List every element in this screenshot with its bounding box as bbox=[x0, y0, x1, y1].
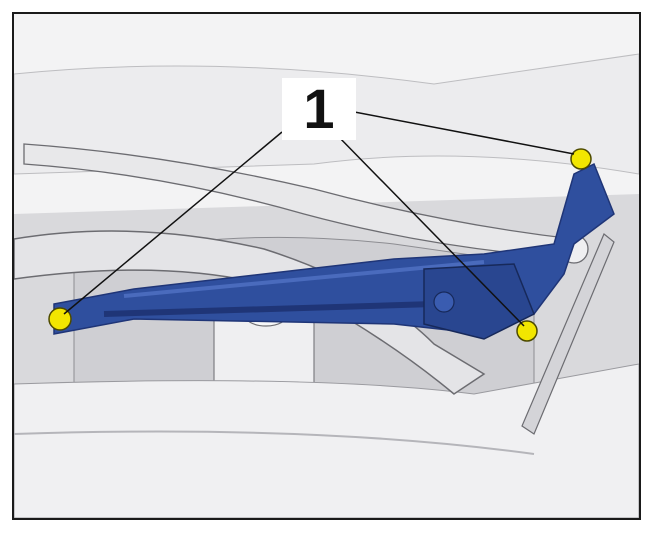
leader-line-left bbox=[63, 131, 283, 315]
linkage-rod bbox=[103, 301, 435, 317]
leader-line-center bbox=[333, 131, 525, 327]
illustration-frame: 1 bbox=[12, 12, 641, 520]
callout-label: 1 bbox=[282, 78, 356, 140]
leader-line-right bbox=[343, 109, 575, 155]
linkage-rod-highlight bbox=[123, 260, 485, 298]
right-bolt-icon bbox=[570, 148, 592, 170]
center-bolt-icon bbox=[516, 320, 538, 342]
panel-edge bbox=[14, 430, 535, 455]
wiper-motor bbox=[423, 263, 535, 340]
motor-hub bbox=[433, 291, 455, 313]
front-panel bbox=[14, 363, 639, 518]
hood-strut bbox=[521, 233, 615, 435]
